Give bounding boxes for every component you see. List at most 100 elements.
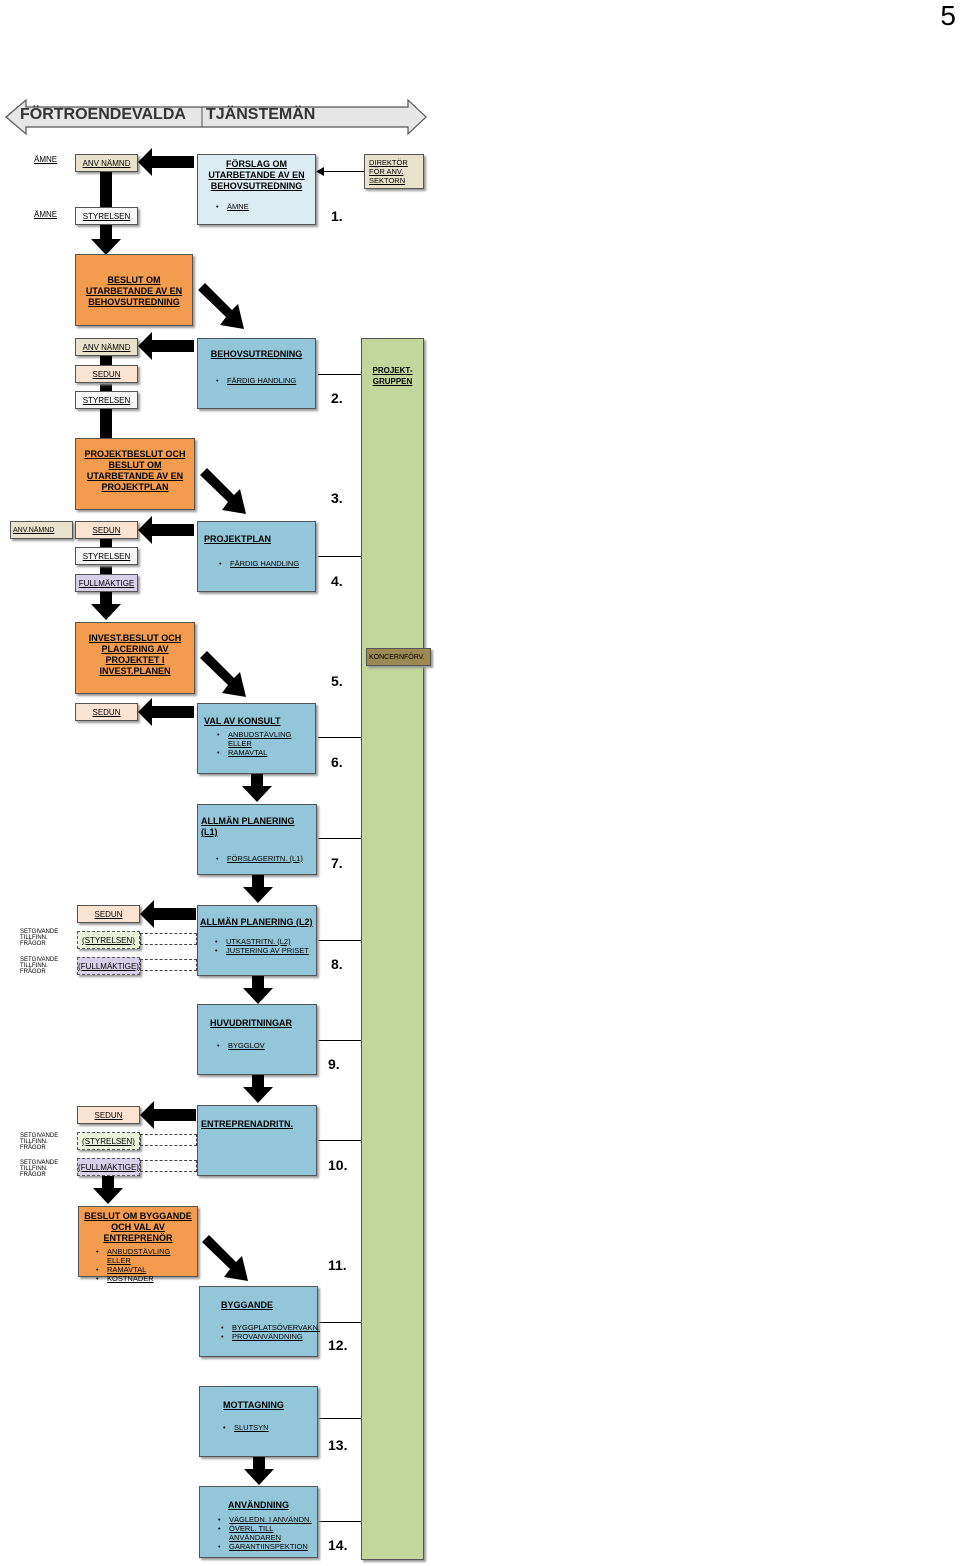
- process-item: PROVANVÄNDNING: [221, 1332, 305, 1341]
- process-list-9: BYGGLOV: [210, 1041, 304, 1050]
- fullmaktige-box-3: FULLMÄKTIGE: [75, 574, 138, 592]
- step-4: 4.: [331, 573, 343, 589]
- line-pg: [318, 556, 361, 557]
- arrow-diagonal-icon: [198, 283, 244, 329]
- step-11: 11.: [328, 1257, 347, 1273]
- fullmaktige-box-6: (FULLMÄKTIGE): [77, 1158, 140, 1176]
- arrow-down-icon: [91, 592, 121, 620]
- connector-bar: [100, 409, 112, 438]
- arrow-down-icon: [243, 875, 273, 903]
- process-list-1: ÄMNE: [201, 202, 312, 211]
- process-item: FÄRDIG HANDLING: [216, 376, 312, 385]
- header-arrow: [5, 98, 427, 136]
- process-box-14: ANVÄNDNING VÄGLEDN. I ANVÄNDN. ÖVERL. TI…: [199, 1486, 318, 1558]
- direktor-box: DIREKTÖR FÖR ANV. SEKTORN: [364, 154, 424, 189]
- dashed-connector: [140, 1160, 197, 1172]
- dashed-connector: [140, 959, 197, 971]
- decision-item: RAMAVTAL: [96, 1265, 195, 1274]
- process-item: FÄRDIG HANDLING: [219, 559, 309, 568]
- process-box-1: FÖRSLAG OM UTARBETANDE AV EN BEHOVSUTRED…: [197, 154, 316, 225]
- process-item: BYGGPLATSÖVERVAKN.: [221, 1323, 320, 1332]
- decision-title-4: BESLUT OM BYGGANDE OCH VAL AV ENTREPRENÖ…: [84, 1211, 192, 1243]
- styrelsen-box-6: (STYRELSEN): [77, 1132, 140, 1150]
- process-item: FÖRSLAGERITN. (L1): [216, 854, 313, 863]
- step-12: 12.: [328, 1337, 348, 1353]
- step-7: 7.: [331, 855, 343, 871]
- arrow-diagonal-icon: [200, 651, 246, 697]
- arrow-diagonal-icon: [200, 468, 246, 514]
- process-item: UTKASTRITN. (L2): [215, 937, 314, 946]
- process-title-4: PROJEKTPLAN: [204, 534, 272, 544]
- sedun-box-4: SEDUN: [75, 703, 138, 721]
- process-item: JUSTERING AV PRISET: [215, 946, 314, 955]
- arrow-diagonal-icon: [202, 1235, 248, 1281]
- process-item: GARANTIINSPEKTION: [218, 1542, 314, 1551]
- fullmaktige-box-5: (FULLMÄKTIGE): [77, 957, 140, 975]
- line-pg: [318, 737, 361, 738]
- projektgruppen-bar: PROJEKT-GRUPPEN: [361, 338, 424, 1560]
- process-title-8: ALLMÄN PLANERING (L2): [200, 917, 313, 927]
- line-pg: [318, 940, 361, 941]
- setgivande-label: SETGIVANDE TILLFINN. FRÅGOR: [20, 957, 59, 975]
- step-9: 9.: [328, 1056, 340, 1072]
- decision-list-4: ANBUDSTÄVLING ELLER RAMAVTAL KOSTNADER: [81, 1247, 195, 1283]
- decision-box-1: BESLUT OM UTARBETANDE AV EN BEHOVSUTREDN…: [75, 254, 193, 326]
- step-6: 6.: [331, 754, 343, 770]
- line-pg: [318, 1140, 361, 1141]
- process-item: SLUTSYN: [223, 1423, 305, 1432]
- process-title-12: BYGGANDE: [221, 1300, 274, 1310]
- arrow-left-icon: [140, 900, 196, 928]
- process-list-12: BYGGPLATSÖVERVAKN. PROVANVÄNDNING: [212, 1323, 320, 1341]
- anv-namnd-box-left: ANV.NÄMND: [10, 521, 73, 539]
- process-title-14: ANVÄNDNING: [227, 1500, 289, 1510]
- process-title-1: FÖRSLAG OM UTARBETANDE AV EN BEHOVSUTRED…: [208, 159, 305, 191]
- arrow-down-icon: [243, 976, 273, 1004]
- process-list-2: FÄRDIG HANDLING: [201, 376, 312, 385]
- process-title-9: HUVUDRITNINGAR: [210, 1018, 292, 1028]
- decision-box-2: PROJEKTBESLUT OCH BESLUT OM UTARBETANDE …: [75, 438, 195, 510]
- process-box-4: PROJEKTPLAN FÄRDIG HANDLING: [197, 521, 316, 592]
- decision-box-4: BESLUT OM BYGGANDE OCH VAL AV ENTREPRENÖ…: [78, 1206, 198, 1283]
- arrow-left-icon: [138, 698, 194, 726]
- sedun-box-2: SEDUN: [75, 365, 138, 383]
- setgivande-label: SETGIVANDE TILLFINN. FRÅGOR: [20, 1133, 59, 1151]
- line-direktor: [318, 171, 364, 172]
- anv-namnd-box-1: ANV NÄMND: [75, 154, 138, 172]
- step-13: 13.: [328, 1437, 348, 1453]
- line-pg: [318, 838, 361, 839]
- process-box-13: MOTTAGNING SLUTSYN: [199, 1386, 318, 1457]
- header-officials: TJÄNSTEMÄN: [206, 106, 316, 123]
- amne-label-2: ÄMNE: [34, 210, 58, 219]
- styrelsen-box-3: STYRELSEN: [75, 547, 138, 565]
- step-10: 10.: [328, 1157, 348, 1173]
- connector-bar: [100, 172, 112, 207]
- process-list-6: ANBUDSTÄVLING ELLER RAMAVTAL: [204, 730, 309, 757]
- process-item: ÖVERL. TILL ANVÄNDAREN: [218, 1524, 314, 1542]
- arrow-down-icon: [93, 1176, 123, 1204]
- process-title-10: ENTREPRENADRITN.: [201, 1119, 294, 1129]
- process-item: ANBUDSTÄVLING ELLER: [217, 730, 309, 748]
- process-box-7: ALLMÄN PLANERING (L1) FÖRSLAGERITN. (L1): [197, 804, 317, 875]
- process-item: ÄMNE: [216, 202, 312, 211]
- process-title-2: BEHOVSUTREDNING: [210, 349, 303, 359]
- process-title-6: VAL AV KONSULT: [204, 716, 281, 726]
- step-1: 1.: [331, 208, 343, 224]
- process-list-8: UTKASTRITN. (L2) JUSTERING AV PRISET: [200, 937, 314, 955]
- step-3: 3.: [331, 490, 343, 506]
- arrow-down-icon: [242, 774, 272, 802]
- step-8: 8.: [331, 956, 343, 972]
- dashed-connector: [140, 1134, 197, 1146]
- decision-item: ANBUDSTÄVLING ELLER: [96, 1247, 195, 1265]
- styrelsen-box-5: (STYRELSEN): [77, 931, 140, 949]
- sedun-box-3: SEDUN: [75, 521, 138, 539]
- arrow-down-icon: [244, 1457, 274, 1485]
- arrow-left-icon: [138, 516, 194, 544]
- process-item: VÄGLEDN. I ANVÄNDN.: [218, 1515, 314, 1524]
- process-list-14: VÄGLEDN. I ANVÄNDN. ÖVERL. TILL ANVÄNDAR…: [203, 1515, 314, 1551]
- process-box-12: BYGGANDE BYGGPLATSÖVERVAKN. PROVANVÄNDNI…: [199, 1286, 320, 1357]
- amne-label-1: ÄMNE: [34, 155, 58, 164]
- process-title-13: MOTTAGNING: [223, 1400, 284, 1410]
- step-5: 5.: [331, 673, 343, 689]
- line-pg: [318, 1040, 361, 1041]
- process-box-6: VAL AV KONSULT ANBUDSTÄVLING ELLER RAMAV…: [197, 703, 316, 774]
